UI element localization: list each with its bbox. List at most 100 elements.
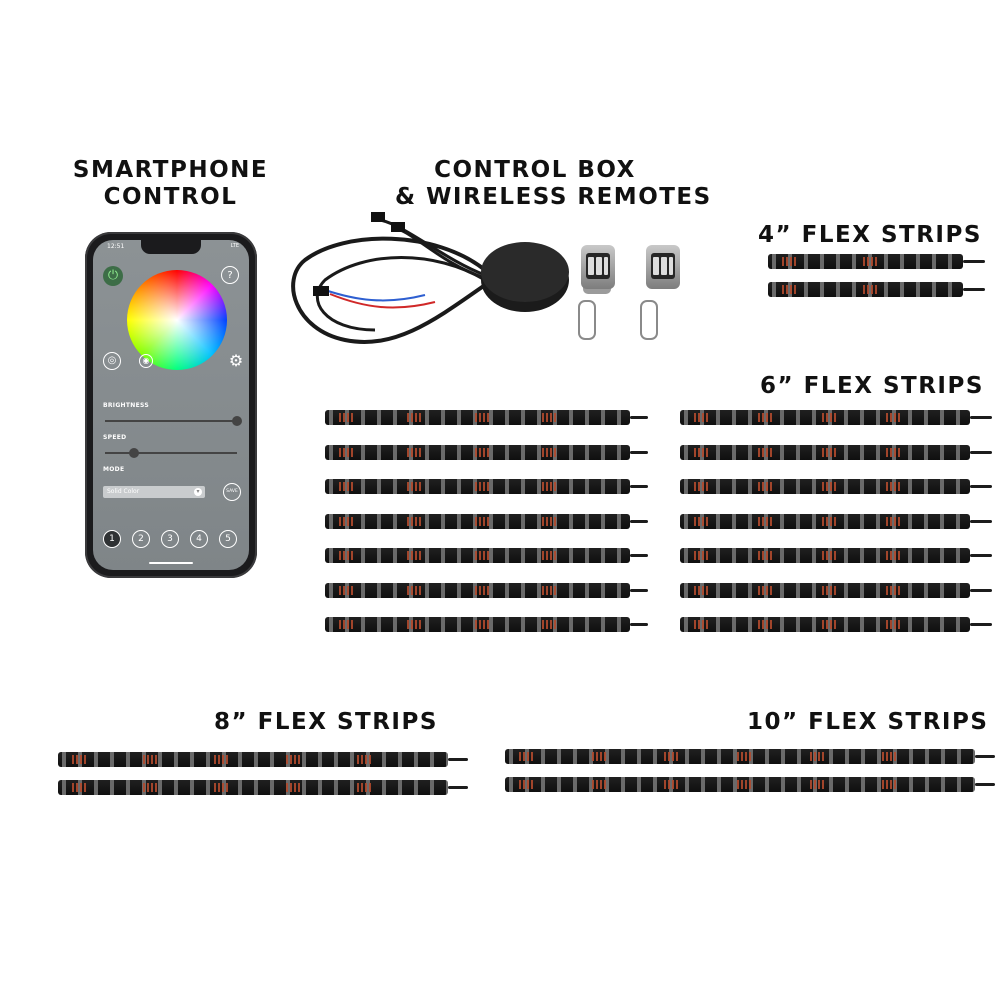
- strip-lead-wire: [448, 786, 468, 789]
- flex-strip-6in: [325, 548, 630, 563]
- strip-lead-wire: [630, 554, 648, 557]
- flex-strip-6in: [325, 513, 630, 529]
- led-segment: [72, 783, 86, 792]
- led-segment: [694, 620, 708, 629]
- led-segment: [474, 482, 489, 491]
- led-segment: [143, 783, 158, 792]
- led-segment: [809, 752, 824, 761]
- led-segment: [694, 413, 708, 422]
- strip-lead-wire: [975, 783, 995, 786]
- led-segment: [822, 413, 836, 422]
- speed-slider-thumb[interactable]: [129, 448, 140, 458]
- brightness-label: BRIGHTNESS: [103, 402, 149, 409]
- led-segment: [339, 551, 353, 560]
- led-segment: [285, 755, 300, 764]
- led-segment: [542, 482, 557, 491]
- flex-strip-10in: [505, 749, 975, 764]
- save-button[interactable]: SAVE: [223, 483, 241, 501]
- wireless-remote-2: [642, 245, 682, 303]
- led-segment: [542, 447, 557, 457]
- led-segment: [406, 447, 421, 457]
- target-icon[interactable]: ◎: [103, 352, 121, 370]
- strip-lead-wire: [970, 554, 992, 557]
- led-segment: [474, 551, 489, 560]
- strips-8-heading: 8” FLEX STRIPS: [214, 709, 438, 735]
- led-segment: [339, 413, 353, 422]
- led-segment: [542, 413, 557, 422]
- led-segment: [886, 482, 900, 491]
- strip-lead-wire: [630, 519, 648, 523]
- strips-6-heading: 6” FLEX STRIPS: [760, 373, 984, 399]
- strip-lead-wire: [970, 588, 992, 592]
- led-segment: [758, 551, 772, 560]
- led-segment: [474, 447, 489, 457]
- color-wheel[interactable]: [127, 270, 227, 370]
- led-segment: [591, 780, 606, 789]
- smartphone-heading-line1: SMARTPHONE: [72, 157, 269, 183]
- preset-button-4[interactable]: 4: [190, 530, 208, 548]
- preset-button-1[interactable]: 1: [103, 530, 121, 548]
- phone-notch: [141, 240, 201, 254]
- led-segment: [822, 551, 836, 560]
- led-segment: [664, 780, 679, 789]
- smartphone: 12:51 LTE ⏻ ? ◎ ◉ ⚙ BRIGHTNESS SPEED MOD…: [85, 232, 257, 578]
- mode-value: Solid Color: [107, 488, 140, 495]
- mode-label: MODE: [103, 466, 125, 473]
- led-segment: [886, 620, 900, 629]
- led-segment: [862, 285, 877, 294]
- led-segment: [285, 783, 300, 792]
- brightness-slider-thumb[interactable]: [232, 416, 242, 426]
- flex-strip-6in: [680, 410, 970, 425]
- led-segment: [782, 285, 796, 294]
- smartphone-heading: SMARTPHONE CONTROL: [68, 157, 273, 211]
- help-icon[interactable]: ?: [221, 266, 239, 284]
- brightness-slider[interactable]: [105, 416, 242, 426]
- control-box-heading: CONTROL BOX & WIRELESS REMOTES: [395, 157, 712, 211]
- led-segment: [591, 752, 606, 761]
- led-segment: [474, 620, 489, 629]
- flex-strip-10in: [505, 777, 975, 792]
- mode-dropdown[interactable]: Solid Color ▾: [103, 486, 205, 498]
- flex-strip-6in: [680, 479, 970, 494]
- led-segment: [519, 752, 533, 761]
- led-segment: [822, 620, 836, 629]
- flex-strip-6in: [325, 479, 630, 494]
- led-segment: [542, 620, 557, 629]
- led-segment: [782, 257, 796, 266]
- led-segment: [694, 482, 708, 491]
- led-segment: [886, 585, 900, 595]
- led-segment: [758, 482, 772, 491]
- led-segment: [474, 516, 489, 526]
- strip-lead-wire: [975, 755, 995, 758]
- speed-slider[interactable]: [105, 448, 237, 458]
- led-segment: [758, 585, 772, 595]
- led-segment: [758, 413, 772, 422]
- led-segment: [882, 752, 897, 761]
- led-segment: [737, 752, 751, 761]
- led-segment: [886, 516, 900, 526]
- led-segment: [542, 516, 557, 526]
- led-segment: [72, 755, 86, 764]
- led-segment: [339, 516, 353, 526]
- color-picker-icon[interactable]: ◉: [139, 354, 153, 368]
- led-segment: [356, 755, 371, 764]
- flex-strip-6in: [680, 548, 970, 563]
- strip-lead-wire: [630, 623, 648, 626]
- preset-button-2[interactable]: 2: [132, 530, 150, 548]
- strip-lead-wire: [963, 288, 985, 291]
- flex-strip-8in: [58, 780, 448, 795]
- preset-button-3[interactable]: 3: [161, 530, 179, 548]
- settings-gear-icon[interactable]: ⚙: [228, 351, 244, 370]
- led-segment: [822, 585, 836, 595]
- power-icon[interactable]: ⏻: [103, 266, 123, 286]
- flex-strip-6in: [680, 444, 970, 460]
- strip-lead-wire: [970, 416, 992, 419]
- preset-button-5[interactable]: 5: [219, 530, 237, 548]
- home-indicator: [149, 562, 193, 564]
- flex-strip-6in: [325, 410, 630, 425]
- strip-lead-wire: [630, 416, 648, 419]
- led-segment: [356, 783, 371, 792]
- wireless-remote-1: [577, 245, 617, 303]
- control-box-heading-line2: & WIRELESS REMOTES: [395, 184, 712, 210]
- strip-lead-wire: [963, 260, 985, 263]
